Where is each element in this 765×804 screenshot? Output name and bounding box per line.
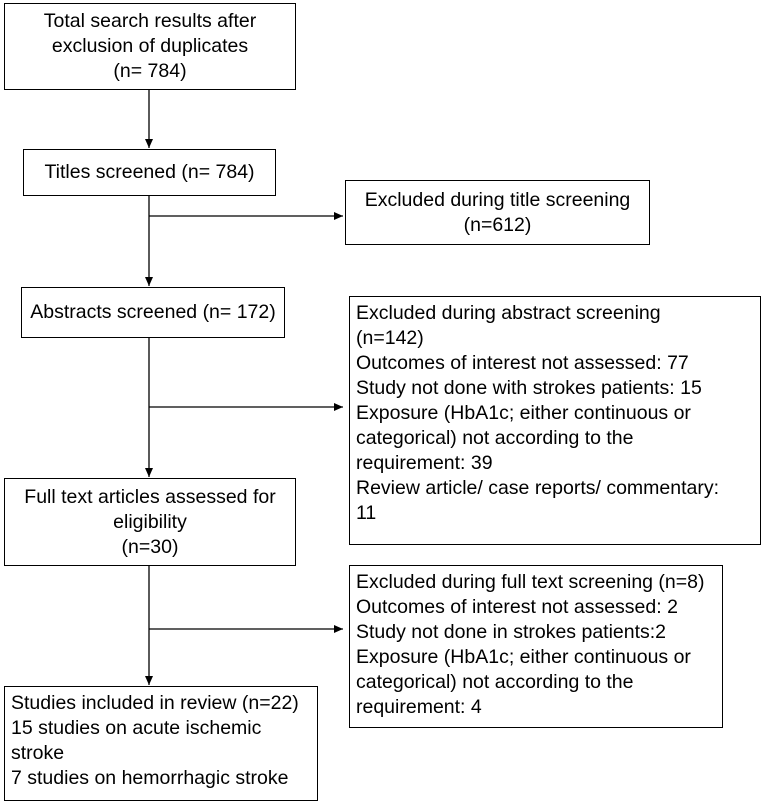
excluded-title-box: Excluded during title screening (n=612)	[345, 180, 650, 245]
excluded-abstract-line-5: Exposure (HbA1c; either continuous or	[356, 402, 691, 424]
excluded-title-line-1: Excluded during title screening	[364, 188, 631, 211]
excluded-abstract-line-6: categorical) not according to the	[356, 427, 634, 449]
identification-line-3: (n= 784)	[113, 60, 187, 82]
excluded-full-text-line-3: Study not done in strokes patients:2	[356, 621, 667, 643]
excluded-abstract-line-4: Study not done with strokes patients: 15	[356, 377, 702, 399]
titles-screened-line-1: Titles screened (n= 784)	[44, 161, 255, 183]
full-text-line-1: Full text articles assessed for	[24, 485, 276, 508]
excluded-full-text-line-2: Outcomes of interest not assessed: 2	[356, 596, 678, 618]
excluded-full-text-line-5: categorical) not according to the	[356, 671, 634, 693]
identification-line-2: exclusion of duplicates	[51, 35, 249, 57]
included-line-3: stroke	[11, 742, 65, 764]
included-line-4: 7 studies on hemorrhagic stroke	[11, 767, 289, 789]
titles-screened-box: Titles screened (n= 784)	[23, 149, 276, 196]
excluded-abstract-line-1: Excluded during abstract screening	[356, 302, 661, 324]
included-line-1: Studies included in review (n=22)	[11, 692, 299, 714]
included-line-2: 15 studies on acute ischemic	[11, 717, 262, 739]
abstracts-screened-line-1: Abstracts screened (n= 172)	[30, 301, 276, 323]
excluded-full-text-line-6: requirement: 4	[356, 696, 482, 718]
identification-line-1: Total search results after	[43, 10, 257, 32]
excluded-abstract-line-2: (n=142)	[356, 327, 424, 349]
excluded-abstract-line-3: Outcomes of interest not assessed: 77	[356, 352, 689, 374]
abstracts-screened-box: Abstracts screened (n= 172)	[21, 287, 285, 338]
full-text-line-2: eligibility	[113, 510, 187, 533]
identification-box: Total search results after exclusion of …	[4, 3, 296, 90]
excluded-full-text-line-1: Excluded during full text screening (n=8…	[356, 571, 705, 593]
full-text-box: Full text articles assessed for eligibil…	[4, 478, 296, 566]
excluded-title-line-2: (n=612)	[463, 213, 532, 236]
included-box: Studies included in review (n=22) 15 stu…	[4, 686, 318, 801]
excluded-full-text-box: Excluded during full text screening (n=8…	[349, 565, 723, 728]
excluded-full-text-line-4: Exposure (HbA1c; either continuous or	[356, 646, 691, 668]
full-text-line-3: (n=30)	[121, 535, 179, 558]
excluded-abstract-line-9: 11	[356, 502, 377, 524]
excluded-abstract-box: Excluded during abstract screening (n=14…	[349, 296, 761, 545]
excluded-abstract-line-8: Review article/ case reports/ commentary…	[356, 477, 720, 499]
excluded-abstract-line-7: requirement: 39	[356, 452, 493, 474]
